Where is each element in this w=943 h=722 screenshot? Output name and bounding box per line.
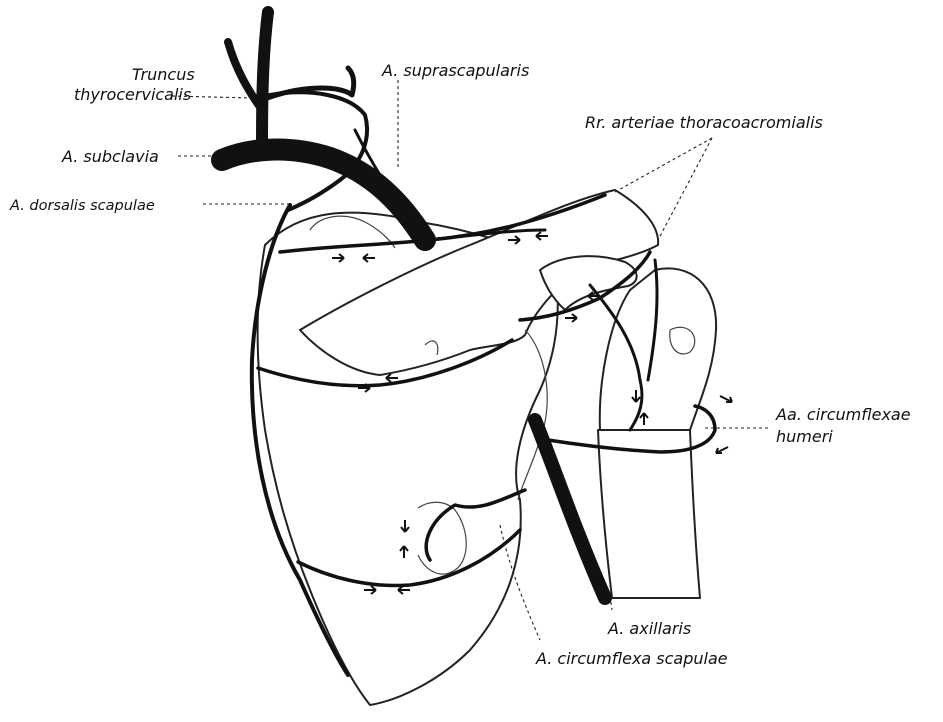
label-thoracoacromialis: Rr. arteriae thoracoacromialis: [585, 113, 823, 132]
thyrocervical-trunk: [262, 12, 268, 150]
humerus: [598, 430, 700, 598]
label-circumflexae-line2: humeri: [776, 427, 833, 446]
label-suprascapularis: A. suprascapularis: [381, 61, 529, 80]
label-truncus-line1: Truncus: [132, 65, 195, 84]
label-dorsalis-scapulae: A. dorsalis scapulae: [9, 198, 155, 214]
label-truncus-line2: thyrocervicalis: [74, 85, 191, 104]
label-subclavia: A. subclavia: [61, 147, 159, 166]
label-circumflexae-line1: Aa. circumflexae: [775, 405, 911, 424]
label-axillaris: A. axillaris: [607, 619, 691, 638]
label-circumflexa-scapulae: A. circumflexa scapulae: [535, 649, 728, 668]
